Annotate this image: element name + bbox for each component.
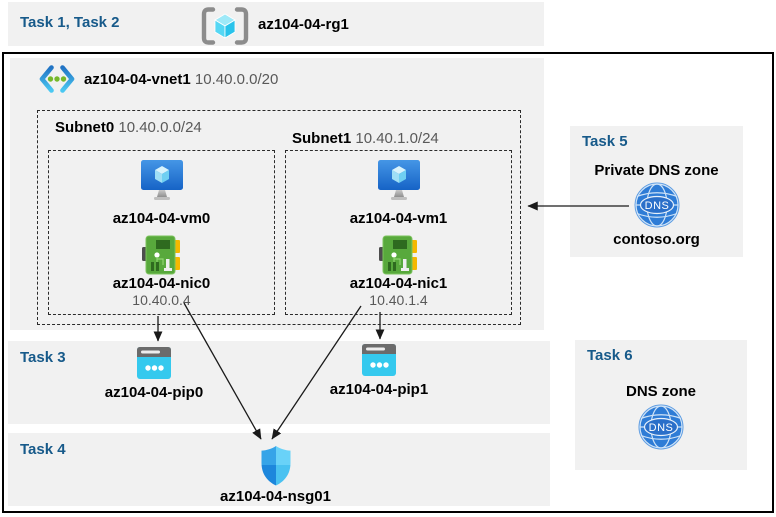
pip0-group: az104-04-pip0 (94, 347, 214, 401)
virtual-network-icon (38, 65, 76, 93)
dns-badge-text: DNS (649, 422, 674, 434)
task1-band: Task 1, Task 2 az104-04-rg1 (8, 2, 544, 46)
resource-group-name: az104-04-rg1 (258, 16, 349, 33)
subnet1-name: Subnet1 (292, 130, 352, 147)
nic-icon (141, 235, 182, 275)
vnet-name: az104-04-vnet1 (84, 71, 191, 88)
task3-label: Task 3 (20, 349, 66, 366)
dns-globe-icon: DNS (634, 182, 680, 228)
subnet1-cidr: 10.40.1.0/24 (355, 130, 439, 147)
vm-icon (377, 160, 421, 202)
subnet1-box: az104-04-vm1 az104-04-nic1 10.40.1.4 (285, 150, 512, 315)
nic-icon (378, 235, 419, 275)
vm1-name: az104-04-vm1 (349, 210, 448, 227)
dns-badge-text: DNS (644, 200, 669, 212)
public-ip-icon (362, 344, 396, 376)
vnet-title: az104-04-vnet1 10.40.0.0/20 (84, 71, 278, 88)
nic1-name: az104-04-nic1 (349, 275, 448, 292)
subnet1-label: Subnet1 10.40.1.0/24 (292, 130, 439, 147)
task4-band: Task 4 az104-04-nsg01 (8, 433, 550, 506)
subnet0-name: Subnet0 (55, 119, 115, 136)
task4-label: Task 4 (20, 441, 66, 458)
task6-box: Task 6 DNS zone DNS (575, 340, 747, 470)
private-dns-zone-name: contoso.org (613, 231, 700, 248)
vm0-name: az104-04-vm0 (112, 210, 211, 227)
dns-zone-title: DNS zone (625, 383, 696, 400)
nsg-group: az104-04-nsg01 (203, 446, 348, 505)
nic0-ip: 10.40.0.4 (132, 292, 191, 308)
task1-label: Task 1, Task 2 (20, 14, 120, 31)
subnet0-box: az104-04-vm0 az104-04-nic0 10.40.0.4 (48, 150, 275, 315)
task5-label: Task 5 (582, 133, 628, 150)
vnet-panel: az104-04-vnet1 10.40.0.0/20 Subnet0 10.4… (10, 58, 544, 330)
task5-box: Task 5 Private DNS zone DNS contoso.org (570, 126, 743, 257)
pip0-name: az104-04-pip0 (104, 384, 204, 401)
private-dns-zone-title: Private DNS zone (594, 162, 719, 179)
nsg-shield-icon (261, 446, 291, 486)
task3-band: Task 3 az104-04-pip0 az104- (8, 341, 550, 424)
dns-globe-icon: DNS (638, 404, 684, 450)
pip1-name: az104-04-pip1 (329, 381, 429, 398)
resource-group-icon (200, 6, 250, 46)
pip1-group: az104-04-pip1 (319, 344, 439, 398)
task6-label: Task 6 (587, 347, 633, 364)
subnet0-cidr: 10.40.0.0/24 (118, 119, 202, 136)
subnet0-label: Subnet0 10.40.0.0/24 (55, 119, 202, 136)
nic1-ip: 10.40.1.4 (369, 292, 428, 308)
vm-icon (140, 160, 184, 202)
nic0-name: az104-04-nic0 (112, 275, 211, 292)
public-ip-icon (137, 347, 171, 379)
nsg-name: az104-04-nsg01 (220, 488, 331, 505)
vnet-cidr: 10.40.0.0/20 (194, 71, 279, 88)
